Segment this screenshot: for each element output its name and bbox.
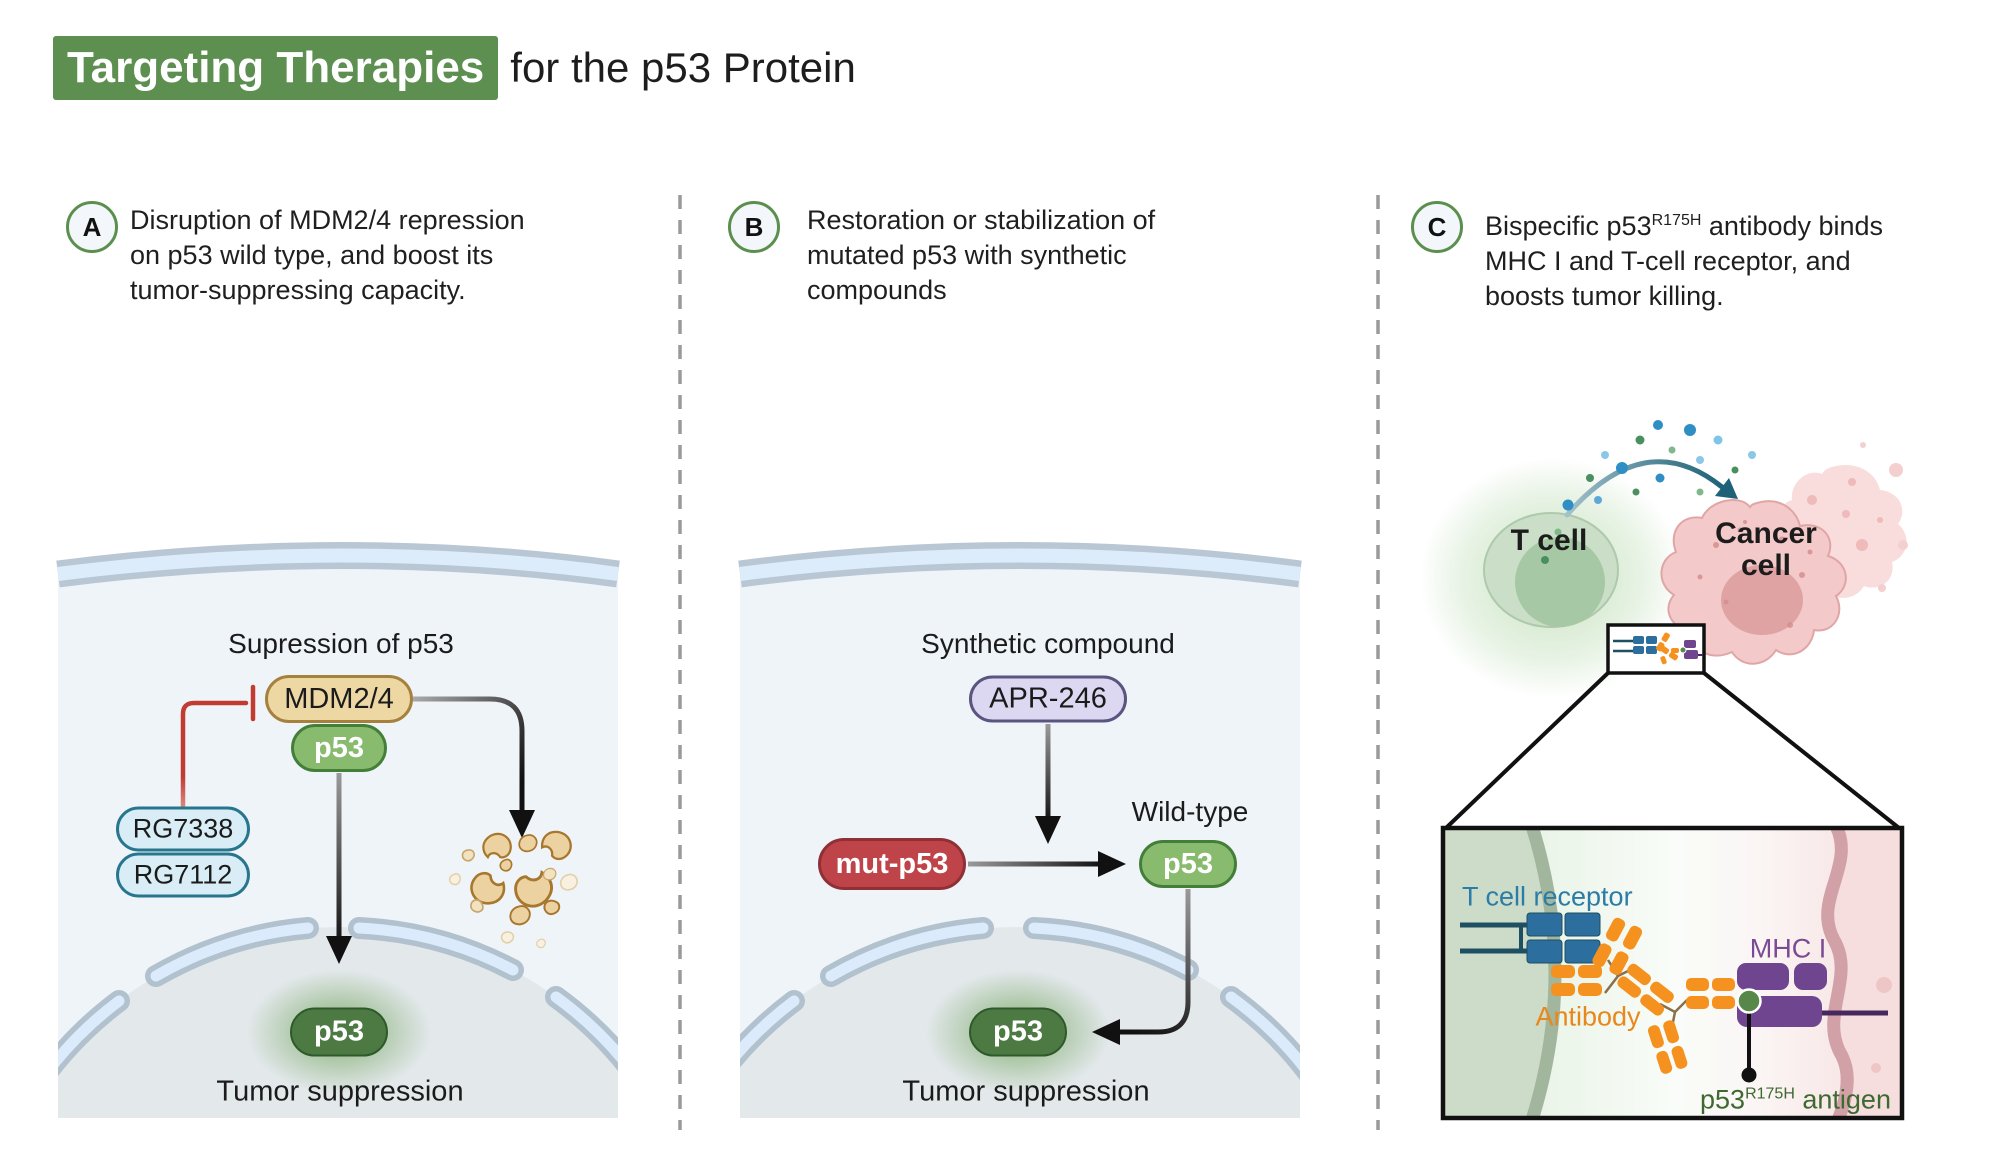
- badge-b-letter: B: [744, 211, 764, 242]
- panel-c-description-line-1: Bispecific p53R175H antibody binds: [1485, 211, 1884, 241]
- mut-to-wild-arrow-b: [968, 851, 1126, 877]
- synapse-detail-contents: [1445, 830, 1900, 1116]
- mut-p53-pill: mut-p53: [818, 838, 966, 890]
- nuclear-p53-pill-a: p53: [290, 1007, 388, 1057]
- cancer-cell-label: Cancer cell: [1715, 517, 1817, 582]
- tumor-suppression-label-b: Tumor suppression: [902, 1075, 1150, 1108]
- degraded-protein-fragments: [448, 830, 578, 949]
- t-cell-membrane-zoom: [1445, 830, 1555, 1116]
- p53-to-nucleus-arrow-a: [326, 773, 352, 964]
- p53-pill-a: p53: [291, 724, 387, 772]
- t-cell-nucleus: [1515, 537, 1605, 627]
- degradation-arrow-a: [413, 696, 535, 838]
- nuclear-p53-pill-b: p53: [969, 1007, 1067, 1057]
- badge-a: A: [66, 201, 118, 253]
- mhc-graphic: [1736, 963, 1888, 1083]
- tcr-label: T cell receptor: [1462, 881, 1633, 912]
- panel-b-description-line-2: mutated p53 with synthetic: [807, 240, 1127, 270]
- title-rest: for the p53 Protein: [510, 44, 856, 91]
- cancer-membrane-zoom: [1827, 830, 1900, 1116]
- panel-dividers: [678, 195, 1380, 1130]
- apr246-pill: APR-246: [969, 675, 1127, 723]
- wild-type-p53-pill: p53: [1139, 840, 1237, 888]
- tumor-suppression-label-a: Tumor suppression: [216, 1075, 464, 1108]
- synapse-detail-border: [1440, 825, 1905, 1121]
- badge-c-letter: C: [1427, 211, 1447, 242]
- cancer-cell-nucleus: [1721, 565, 1803, 635]
- badge-b: B: [728, 201, 780, 253]
- zoom-inset-box: [1606, 623, 1706, 675]
- panel-a-description-line-1: Disruption of MDM2/4 repression: [130, 205, 525, 235]
- tcr-graphic: [1460, 912, 1601, 964]
- panel-c-description-line-3: boosts tumor killing.: [1485, 281, 1724, 311]
- mhc-label: MHC I: [1749, 933, 1827, 964]
- badge-a-letter: A: [82, 211, 102, 242]
- panel-c-description: Bispecific p53R175H antibody binds MHC I…: [1485, 203, 1883, 314]
- panel-b-description-line-3: compounds: [807, 275, 947, 305]
- panel-b-description: Restoration or stabilization of mutated …: [807, 203, 1155, 308]
- suppression-label: Supression of p53: [228, 628, 454, 659]
- page-title: Targeting Therapies for the p53 Protein: [53, 36, 856, 100]
- rg7112-pill: RG7112: [116, 852, 250, 898]
- antibody-graphic: [1551, 917, 1735, 1074]
- cancer-cell: [1660, 499, 1847, 665]
- wild-to-nucleus-arrow-b: [1092, 889, 1191, 1045]
- antigen-anchor-dot: [1741, 1067, 1757, 1083]
- panel-b-description-line-1: Restoration or stabilization of: [807, 205, 1156, 235]
- cytokine-dots: [1541, 420, 1756, 564]
- panel-a-description-line-3: tumor-suppressing capacity.: [130, 275, 466, 305]
- antigen-label: p53R175H antigen: [1700, 1084, 1891, 1115]
- antigen-peptide: [1736, 988, 1762, 1014]
- antibody-label: Antibody: [1535, 1001, 1641, 1032]
- t-cell: [1483, 512, 1619, 628]
- synthetic-compound-label: Synthetic compound: [921, 628, 1175, 659]
- title-highlight: Targeting Therapies: [53, 36, 499, 100]
- panel-c-description-line-2: MHC I and T-cell receptor, and: [1485, 246, 1851, 276]
- inhibition-arrow-a: [180, 684, 256, 809]
- rg7338-pill: RG7338: [116, 806, 250, 852]
- cytokine-arrow: [1564, 459, 1738, 518]
- zoom-connector-lines: [1444, 671, 1901, 830]
- t-cell-label: T cell: [1510, 524, 1588, 557]
- wild-type-label: Wild-type: [1131, 796, 1249, 827]
- compound-arrow-b: [1035, 724, 1061, 844]
- panel-a-description-line-2: on p53 wild type, and boost its: [130, 240, 494, 270]
- panel-a-description: Disruption of MDM2/4 repression on p53 w…: [130, 203, 525, 308]
- mdm24-pill: MDM2/4: [265, 675, 413, 723]
- badge-c: C: [1411, 201, 1463, 253]
